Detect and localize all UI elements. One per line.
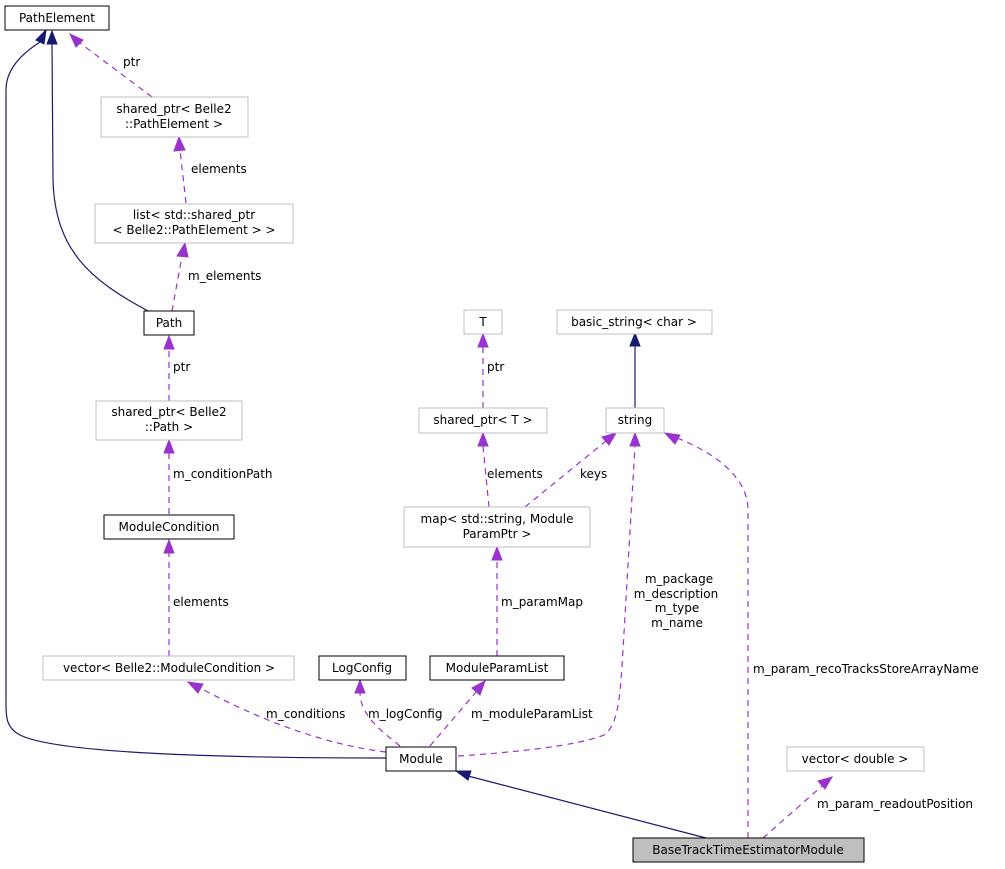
- node-label-list-line2: < Belle2::PathElement > >: [112, 223, 275, 237]
- node-label-pathelement: PathElement: [19, 11, 95, 25]
- node-label-map-line1: map< std::string, Module: [421, 512, 574, 526]
- edge-use-m-conditions: [199, 687, 387, 753]
- node-label-shared-ptr-pathelement-line1: shared_ptr< Belle2: [116, 102, 231, 116]
- edge-label-m-parammap: m_paramMap: [501, 595, 583, 609]
- node-label-vector-modulecondition: vector< Belle2::ModuleCondition >: [63, 661, 275, 675]
- edge-label-m-conditions: m_conditions: [266, 707, 345, 721]
- edge-label-m-param-reco: m_param_recoTracksStoreArrayName: [753, 662, 979, 676]
- arrowhead-use-map: [491, 545, 503, 561]
- node-path[interactable]: Path: [143, 310, 195, 336]
- arrowhead-use-t: [477, 332, 489, 348]
- node-label-module: Module: [399, 752, 443, 766]
- node-shared-ptr-pathelement: shared_ptr< Belle2 ::PathElement >: [100, 96, 249, 138]
- node-label-shared-ptr-pathelement-line2: ::PathElement >: [125, 117, 223, 131]
- node-label-shared-ptr-path-line1: shared_ptr< Belle2: [111, 405, 226, 419]
- node-shared-ptr-path: shared_ptr< Belle2 ::Path >: [95, 400, 243, 441]
- edge-use-m-logconfig: [359, 691, 401, 747]
- node-module[interactable]: Module: [385, 746, 457, 772]
- edge-label-m-name: m_name: [651, 616, 703, 630]
- arrowhead-inherit-module: [454, 770, 472, 781]
- node-pathelement[interactable]: PathElement: [4, 5, 110, 31]
- arrowhead-use-string-keys: [601, 432, 618, 446]
- node-modulecondition[interactable]: ModuleCondition: [103, 514, 235, 540]
- arrowhead-use-vector-double: [817, 776, 834, 790]
- node-list-shared-ptr: list< std::shared_ptr < Belle2::PathElem…: [94, 203, 294, 244]
- edge-use-elements-list: [179, 149, 187, 204]
- edge-module-inherits-pathelement: [5, 41, 387, 759]
- arrowhead-use-list: [176, 241, 189, 258]
- node-shared-ptr-t: shared_ptr< T >: [418, 407, 548, 434]
- edge-use-m-param-reco: [676, 437, 749, 838]
- node-string: string: [605, 407, 665, 434]
- node-map-string-moduleparamptr: map< std::string, Module ParamPtr >: [403, 506, 591, 548]
- edge-label-m-logconfig: m_logConfig: [368, 707, 442, 721]
- arrowhead-use-sharedptr-path: [163, 438, 175, 454]
- edge-use-ptr-pathelement: [79, 42, 153, 98]
- edge-label-m-moduleparamlist: m_moduleParamList: [471, 707, 593, 721]
- arrowhead-use-logconfig: [354, 678, 366, 694]
- arrowhead-use-sharedptr-pathelement: [173, 135, 186, 152]
- arrowhead-use-moduleparamlist: [471, 679, 486, 696]
- node-label-modulecondition: ModuleCondition: [119, 520, 220, 534]
- edge-label-elements-map: elements: [487, 467, 543, 481]
- node-label-t: T: [478, 315, 487, 329]
- arrowhead-use-modulecondition: [163, 538, 175, 554]
- edge-label-m-param-readout: m_param_readoutPosition: [817, 797, 973, 811]
- edge-label-elements-list: elements: [191, 162, 247, 176]
- edge-label-m-type: m_type: [655, 601, 700, 615]
- node-basetracktimeestimatormodule: BaseTrackTimeEstimatorModule: [632, 837, 865, 863]
- edge-label-m-package: m_package: [645, 572, 713, 586]
- node-label-shared-ptr-path-line2: ::Path >: [145, 420, 193, 434]
- node-label-path: Path: [156, 316, 182, 330]
- arrowhead-inherit-pathelement-1: [35, 28, 47, 45]
- edge-label-ptr-pathelement: ptr: [123, 55, 140, 69]
- node-label-map-line2: ParamPtr >: [463, 527, 532, 541]
- arrowhead-inherit-basicstring: [629, 331, 641, 347]
- arrowhead-use-sharedptr-t: [477, 431, 489, 447]
- node-label-list-line1: list< std::shared_ptr: [133, 208, 255, 222]
- edge-label-m-description: m_description: [634, 587, 718, 601]
- node-label-moduleparamlist: ModuleParamList: [446, 661, 549, 675]
- edge-label-elements-vector: elements: [173, 595, 229, 609]
- arrowhead-inherit-pathelement-2: [46, 29, 58, 45]
- edge-use-m-moduleparamlist: [429, 691, 477, 747]
- arrowhead-use-string-module: [629, 431, 641, 447]
- edge-label-m-elements: m_elements: [188, 269, 261, 283]
- edge-use-m-elements: [171, 255, 183, 312]
- edge-label-keys: keys: [580, 467, 607, 481]
- node-logconfig[interactable]: LogConfig: [318, 655, 407, 681]
- node-t: T: [463, 309, 503, 335]
- node-label-vector-double: vector< double >: [802, 752, 909, 766]
- arrowhead-use-string-reco: [663, 432, 681, 445]
- node-label-basic-string: basic_string< char >: [571, 315, 697, 329]
- edge-use-module-strings: [457, 445, 636, 757]
- node-vector-double: vector< double >: [786, 746, 925, 772]
- node-label-logconfig: LogConfig: [332, 661, 392, 675]
- edge-label-ptr-t: ptr: [487, 360, 504, 374]
- arrowhead-use-vector-modulecondition: [186, 681, 204, 694]
- node-basic-string: basic_string< char >: [556, 309, 713, 335]
- node-vector-modulecondition: vector< Belle2::ModuleCondition >: [42, 655, 295, 681]
- node-label-string: string: [618, 413, 652, 427]
- edge-label-ptr-path: ptr: [173, 360, 190, 374]
- arrowhead-use-path: [163, 334, 175, 350]
- edge-label-m-condition-path: m_conditionPath: [173, 467, 273, 481]
- edge-use-m-param-readout: [762, 785, 823, 839]
- edge-btte-inherits-module: [467, 775, 707, 839]
- arrowhead-use-pathelement: [68, 32, 84, 48]
- node-moduleparamlist[interactable]: ModuleParamList: [429, 655, 565, 681]
- node-label-shared-ptr-t: shared_ptr< T >: [433, 413, 532, 427]
- node-label-basetracktimeestimatormodule: BaseTrackTimeEstimatorModule: [652, 843, 844, 857]
- edge-path-inherits-pathelement: [51, 43, 149, 312]
